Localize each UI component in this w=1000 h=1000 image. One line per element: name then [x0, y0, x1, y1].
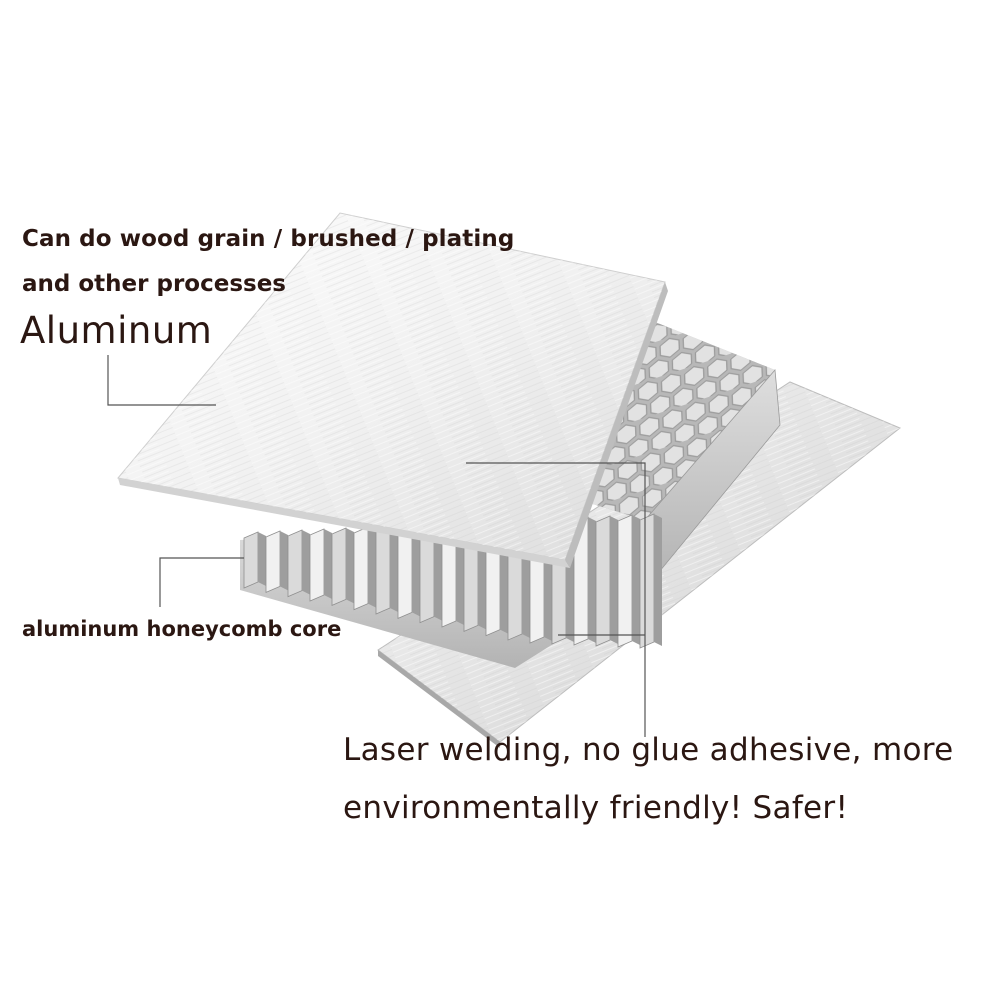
- laser-welding-line-2: environmentally friendly! Safer!: [343, 790, 849, 826]
- laser-leader-line: [466, 462, 646, 737]
- honeycomb-cell-gap: [302, 530, 310, 595]
- honeycomb-cell-wall: [375, 525, 391, 615]
- honeycomb-cell-wall: [595, 515, 611, 647]
- process-options-line-1: Can do wood grain / brushed / plating: [22, 226, 515, 252]
- honeycomb-cell-wall: [309, 528, 325, 602]
- honeycomb-cell-wall: [639, 513, 655, 649]
- leader-lines: [107, 355, 646, 737]
- honeycomb-cell-gap: [324, 529, 332, 599]
- honeycomb-cell-gap: [654, 514, 662, 646]
- aluminum-label: Aluminum: [20, 309, 213, 352]
- honeycomb-cell-gap: [632, 515, 640, 645]
- honeycomb-cell-gap: [280, 531, 288, 591]
- honeycomb-core-label: aluminum honeycomb core: [22, 617, 342, 641]
- honeycomb-cell-gap: [390, 526, 398, 612]
- honeycomb-cell-wall: [353, 526, 369, 611]
- honeycomb-cell-gap: [456, 523, 464, 625]
- honeycomb-cell-wall: [397, 524, 413, 619]
- honeycomb-cell-gap: [610, 516, 618, 644]
- honeycomb-cell-wall: [243, 531, 259, 589]
- honeycomb-cell-wall: [331, 527, 347, 606]
- core-leader-line: [159, 557, 244, 607]
- honeycomb-cell-gap: [368, 527, 376, 608]
- laser-welding-line-1: Laser welding, no glue adhesive, more: [343, 732, 954, 768]
- aluminum-leader-line: [107, 355, 216, 406]
- process-options-line-2: and other processes: [22, 271, 286, 297]
- honeycomb-cell-gap: [412, 525, 420, 617]
- honeycomb-cell-wall: [265, 530, 281, 593]
- top-aluminum-panel: [117, 212, 668, 568]
- honeycomb-cell-gap: [588, 517, 596, 643]
- honeycomb-cell-wall: [287, 529, 303, 598]
- honeycomb-cell-gap: [346, 528, 354, 604]
- honeycomb-cell-wall: [617, 514, 633, 648]
- honeycomb-cell-gap: [258, 532, 266, 586]
- honeycomb-cell-gap: [434, 524, 442, 621]
